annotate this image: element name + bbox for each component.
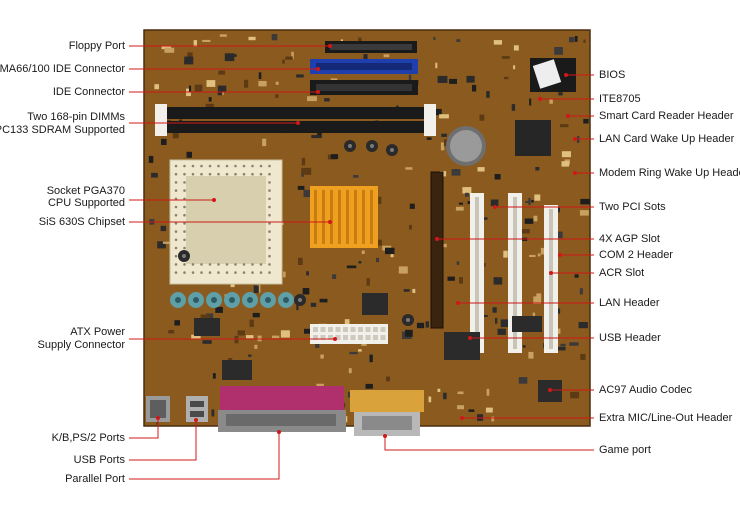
- label-kb-ps2-ports: K/B,PS/2 Ports: [51, 432, 125, 444]
- label-usb-header: USB Header: [599, 332, 661, 344]
- label-bios: BIOS: [599, 69, 626, 81]
- cmos-battery: [446, 126, 486, 166]
- label-atx-line1: ATX Power: [70, 326, 125, 338]
- leader-kb: [129, 418, 159, 439]
- label-ac97-codec: AC97 Audio Codec: [599, 384, 692, 396]
- label-com2-header: COM 2 Header: [599, 249, 673, 261]
- agp-slot: [430, 171, 444, 329]
- label-lan-header: LAN Header: [599, 297, 660, 309]
- label-socket-line1: Socket PGA370: [46, 185, 125, 197]
- ide-connector: [310, 80, 418, 95]
- misc-chips: [194, 293, 562, 402]
- leader-lines: [129, 45, 594, 480]
- game-port: [350, 390, 424, 436]
- label-dimms-line2: PC133 SDRAM Supported: [0, 124, 125, 136]
- dma-ide-connector: [310, 59, 418, 74]
- label-game-port: Game port: [599, 444, 651, 456]
- leader-parallel: [129, 432, 280, 480]
- label-lan-wake-header: LAN Card Wake Up Header: [599, 133, 735, 145]
- acr-slot: [544, 205, 558, 353]
- label-modem-wake-header: Modem Ring Wake Up Header: [599, 167, 740, 179]
- bios-chip: [530, 58, 576, 92]
- atx-power-connector: [310, 324, 388, 344]
- label-dimms-line1: Two 168-pin DIMMs: [27, 111, 125, 123]
- leader-gameport: [384, 436, 594, 451]
- floppy-connector: [325, 41, 417, 53]
- sis-630s-chipset: [310, 186, 378, 248]
- capacitors: [170, 140, 414, 326]
- label-chipset: SiS 630S Chipset: [38, 216, 125, 228]
- label-socket-line2: CPU Supported: [47, 197, 125, 209]
- label-atx-line2: Supply Connector: [37, 339, 125, 351]
- usb-ports: [186, 396, 208, 422]
- label-parallel-port: Parallel Port: [65, 473, 125, 485]
- label-ide-connector: IDE Connector: [52, 86, 125, 98]
- label-acr-slot: ACR Slot: [599, 267, 645, 279]
- ps2-ports: [146, 396, 170, 422]
- label-floppy-port: Floppy Port: [68, 40, 125, 52]
- label-usb-ports: USB Ports: [73, 454, 125, 466]
- dimm-slots: [155, 104, 436, 136]
- label-pci-slots: Two PCI Sots: [599, 201, 666, 213]
- label-agp-slot: 4X AGP Slot: [599, 233, 660, 245]
- leader-dots: [156, 44, 577, 438]
- pci-slots: [470, 193, 522, 353]
- label-mic-line-out-header: Extra MIC/Line-Out Header: [599, 412, 733, 424]
- parallel-port: [218, 386, 346, 432]
- leader-usb: [129, 420, 197, 461]
- ite8705-chip: [515, 120, 551, 156]
- label-dma-ide-connector: DMA66/100 IDE Connector: [0, 63, 125, 75]
- label-ite8705: ITE8705: [599, 93, 641, 105]
- label-smart-card-header: Smart Card Reader Header: [599, 110, 734, 122]
